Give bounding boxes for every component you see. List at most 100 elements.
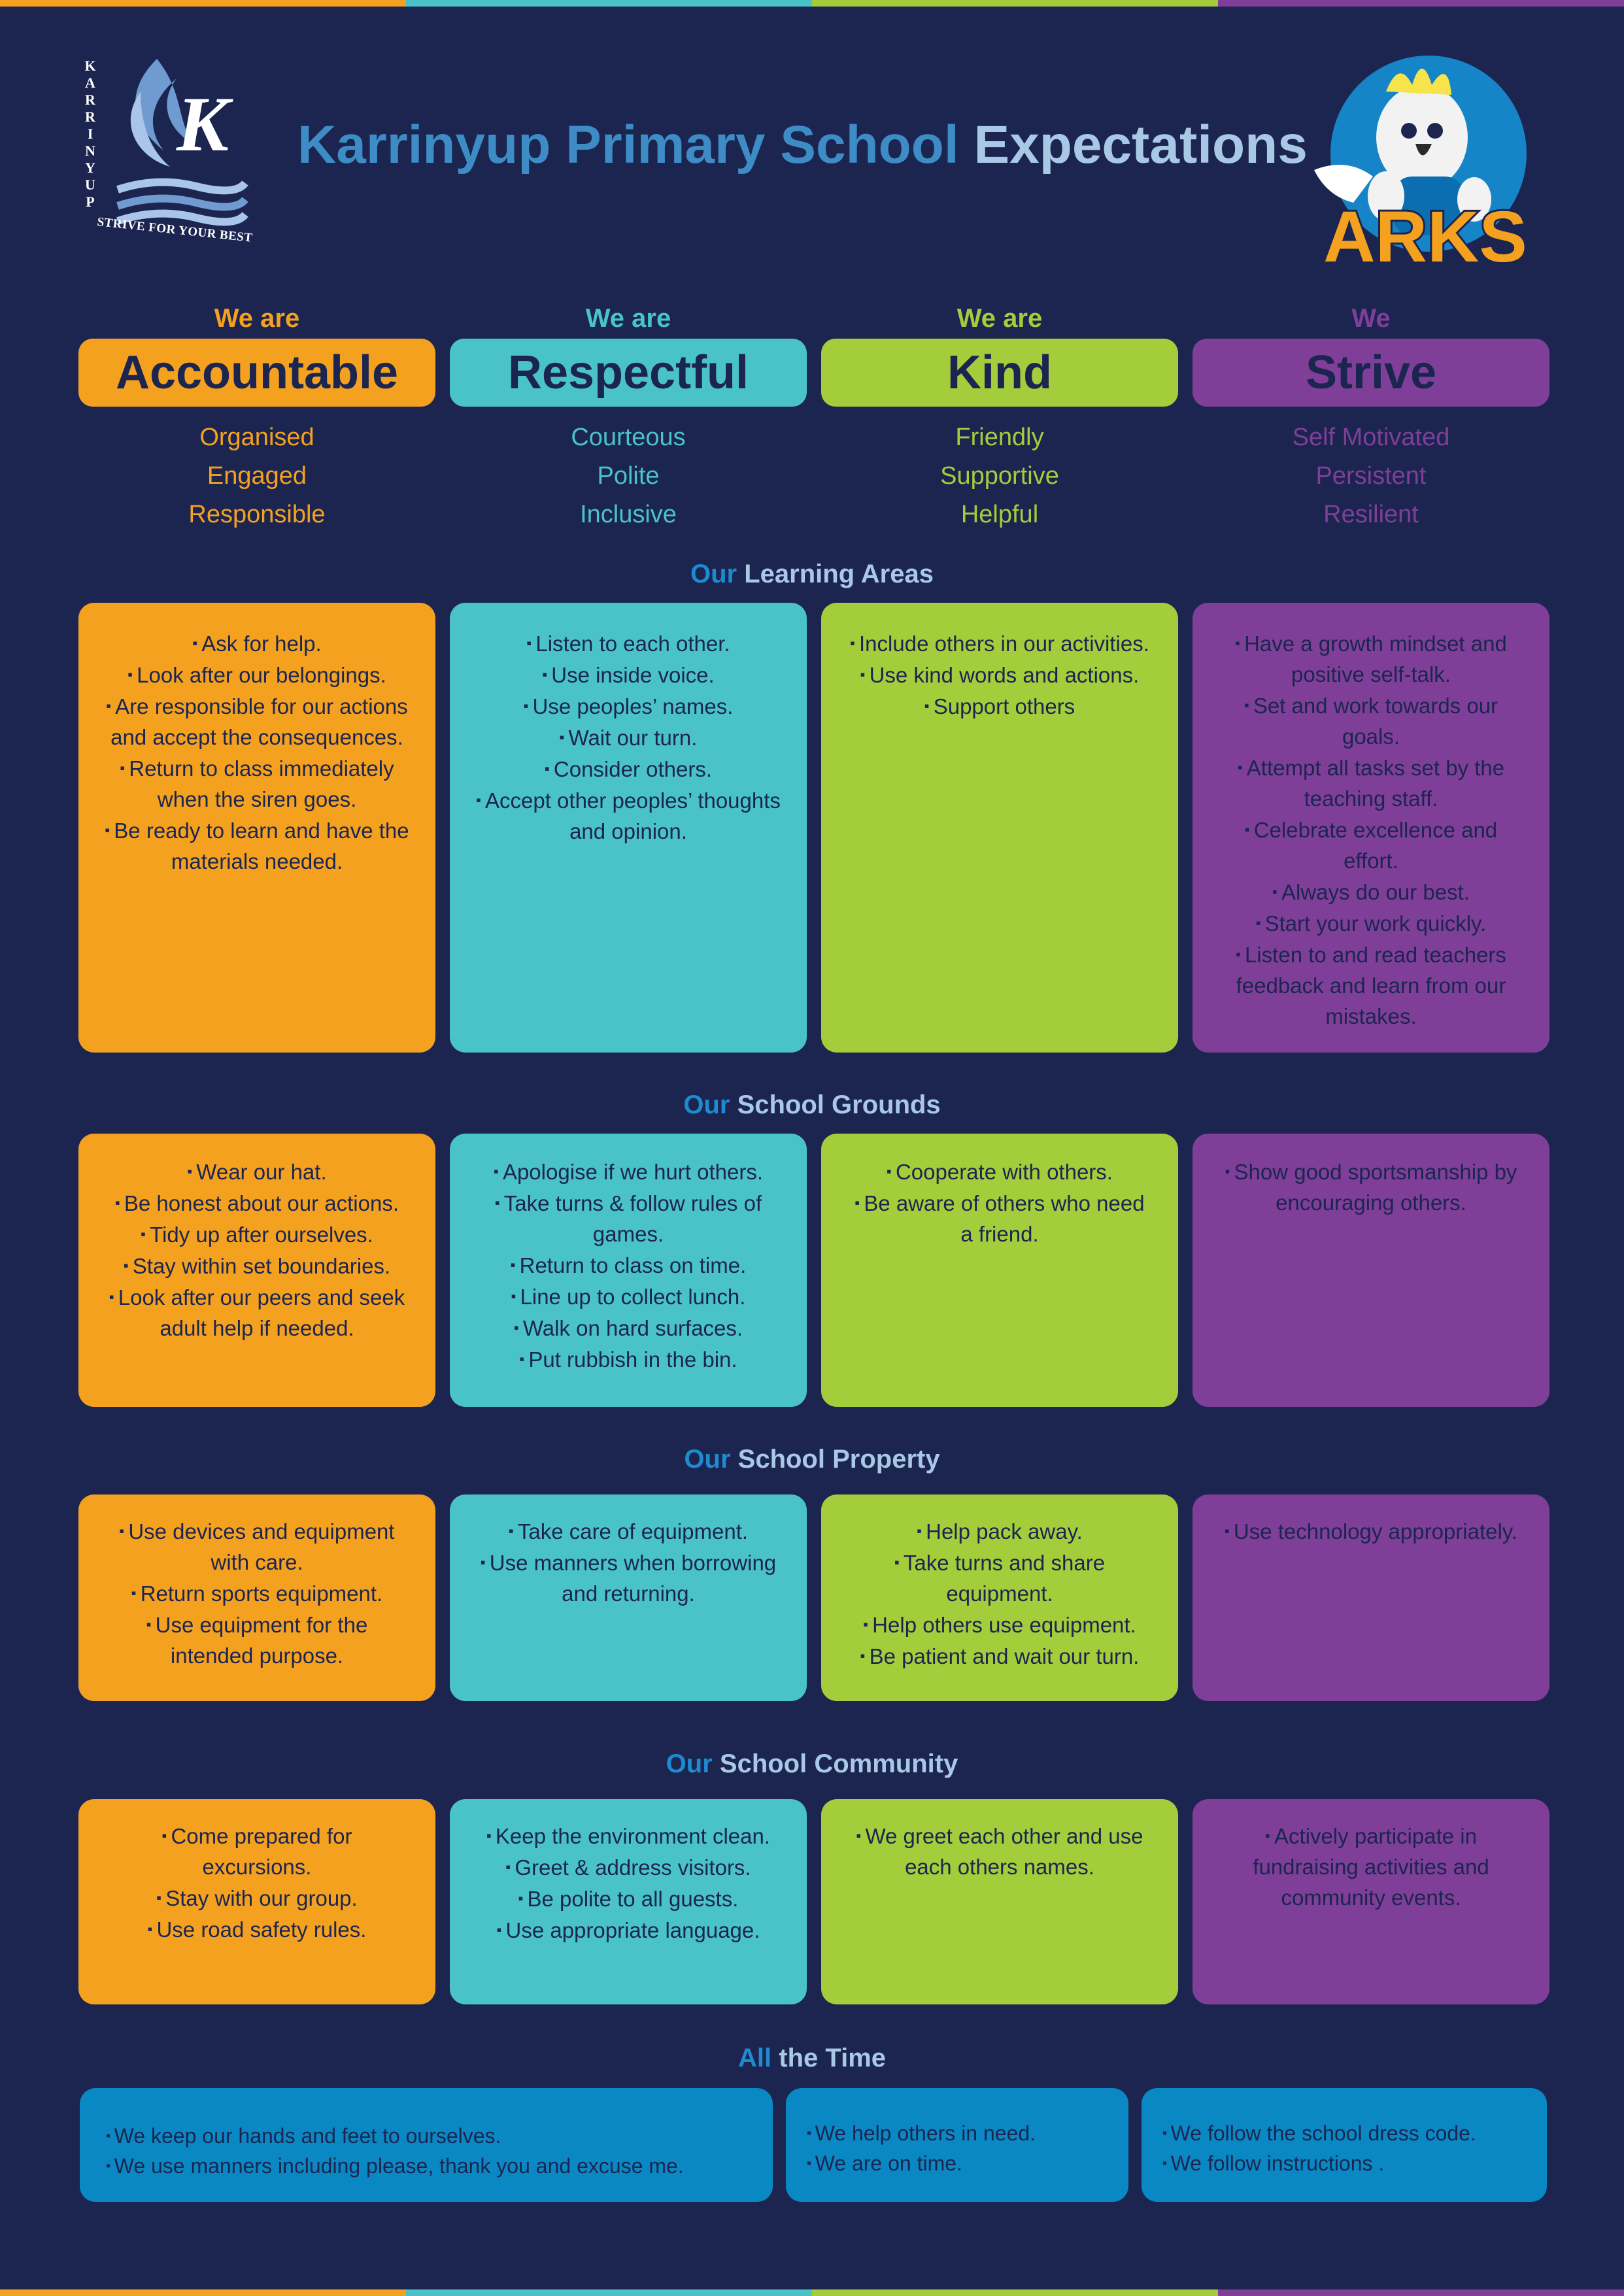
list-item: Use technology appropriately. [1219,1515,1523,1547]
trait: Self Motivated [1292,424,1450,451]
list-item: Wait our turn. [476,722,781,753]
list-item: Be ready to learn and have the materials… [105,815,409,877]
card-accountable: Use devices and equipment with care. Ret… [78,1494,435,1701]
list-item: Apologise if we hurt others. [476,1156,781,1187]
list-item: We greet each other and use each others … [847,1820,1152,1882]
list-item: We are on time. [803,2148,1128,2178]
value-traits: Courteous Polite Inclusive [450,418,807,534]
list-item: Celebrate excellence and effort. [1219,814,1523,876]
card-strive: Show good sportsmanship by encouraging o… [1193,1134,1549,1407]
section-our: Our [684,1445,731,1474]
value-prefix: We [1351,304,1391,333]
list-item: Take turns and share equipment. [847,1547,1152,1609]
list-item: Wear our hat. [105,1156,409,1187]
arks-wordmark: ARKS [1321,196,1529,275]
list-item: Use devices and equipment with care. [105,1515,409,1578]
list-item: Take care of equipment. [476,1515,781,1547]
list-item: Return sports equipment. [105,1578,409,1609]
list-item: Have a growth mindset and positive self-… [1219,628,1523,690]
list-item: Walk on hard surfaces. [476,1312,781,1343]
list-item: Use peoples’ names. [476,690,781,722]
section-rest: School Grounds [737,1090,941,1119]
list-item: Use appropriate language. [476,1914,781,1946]
card-kind: We greet each other and use each others … [821,1799,1178,2004]
value-prefix: We are [214,304,300,333]
mascot-badge: ARKS [1301,46,1549,275]
list-item: We follow instructions . [1159,2148,1547,2178]
logo-letter: K [176,80,233,167]
trait: Polite [597,462,660,490]
list-item: Attempt all tasks set by the teaching st… [1219,752,1523,814]
list-item: Are responsible for our actions and acce… [105,690,409,752]
list-item: Start your work quickly. [1219,907,1523,939]
list-item: Be polite to all guests. [476,1883,781,1914]
section-our: Our [690,560,737,588]
section-title-school-grounds: Our School Grounds [0,1090,1624,1120]
list-item: Keep the environment clean. [476,1820,781,1851]
list-item: Line up to collect lunch. [476,1281,781,1312]
card-strive: Use technology appropriately. [1193,1494,1549,1701]
list-item: We keep our hands and feet to ourselves. [102,2121,773,2151]
list-item: Listen to and read teachers feedback and… [1219,939,1523,1032]
card-strive: Actively participate in fundraising acti… [1193,1799,1549,2004]
trait: Supportive [940,462,1059,490]
value-name-pill: Respectful [450,339,807,407]
all-the-time-box: We keep our hands and feet to ourselves.… [80,2088,773,2202]
list-item: Be honest about our actions. [105,1187,409,1219]
section-our: All [738,2044,772,2072]
title-school-name: Karrinyup Primary School [297,115,959,175]
list-item: Help pack away. [847,1515,1152,1547]
school-grounds-row: Wear our hat. Be honest about our action… [78,1134,1549,1407]
card-kind: Cooperate with others. Be aware of other… [821,1134,1178,1407]
bottom-color-stripe [0,2289,1624,2296]
section-rest: Learning Areas [744,560,934,588]
section-rest: School Community [719,1749,958,1778]
list-item: We follow the school dress code. [1159,2118,1547,2148]
trait: Responsible [188,501,326,528]
list-item: Cooperate with others. [847,1156,1152,1187]
value-strive: We Strive Self Motivated Persistent Resi… [1193,301,1549,534]
values-row: We are Accountable Organised Engaged Res… [78,301,1549,543]
section-our: Our [666,1749,713,1778]
value-traits: Self Motivated Persistent Resilient [1193,418,1549,534]
list-item: Accept other peoples’ thoughts and opini… [476,785,781,847]
list-item: We help others in need. [803,2118,1128,2148]
list-item: Be patient and wait our turn. [847,1640,1152,1672]
school-property-row: Use devices and equipment with care. Ret… [78,1494,1549,1701]
list-item: Use manners when borrowing and returning… [476,1547,781,1609]
svg-text:ARKS: ARKS [1323,197,1527,275]
value-name-pill: Strive [1193,339,1549,407]
card-kind: Include others in our activities. Use ki… [821,603,1178,1053]
value-respectful: We are Respectful Courteous Polite Inclu… [450,301,807,534]
logo-flame-icon: K [116,59,248,226]
trait: Inclusive [580,501,677,528]
card-kind: Help pack away. Take turns and share equ… [821,1494,1178,1701]
section-title-all-the-time: All the Time [0,2044,1624,2073]
value-prefix: We are [956,304,1043,333]
list-item: Listen to each other. [476,628,781,659]
section-rest: the Time [779,2044,886,2072]
trait: Persistent [1315,462,1427,490]
list-item: Consider others. [476,753,781,785]
list-item: Tidy up after ourselves. [105,1219,409,1250]
value-traits: Friendly Supportive Helpful [821,418,1178,534]
list-item: Actively participate in fundraising acti… [1219,1820,1523,1913]
card-strive: Have a growth mindset and positive self-… [1193,603,1549,1053]
list-item: Show good sportsmanship by encouraging o… [1219,1156,1523,1218]
card-accountable: Ask for help. Look after our belongings.… [78,603,435,1053]
title-expectations: Expectations [973,115,1308,175]
list-item: Use equipment for the intended purpose. [105,1609,409,1671]
list-item: Use road safety rules. [105,1914,409,1945]
list-item: Return to class immediately when the sir… [105,752,409,815]
value-kind: We are Kind Friendly Supportive Helpful [821,301,1178,534]
list-item: Take turns & follow rules of games. [476,1187,781,1249]
list-item: Put rubbish in the bin. [476,1343,781,1375]
learning-areas-row: Ask for help. Look after our belongings.… [78,603,1549,1053]
trait: Engaged [207,462,307,490]
value-traits: Organised Engaged Responsible [78,418,435,534]
section-rest: School Property [737,1445,940,1474]
list-item: Come prepared for excursions. [105,1820,409,1882]
list-item: Help others use equipment. [847,1609,1152,1640]
all-the-time-box: We follow the school dress code. We foll… [1142,2088,1547,2202]
